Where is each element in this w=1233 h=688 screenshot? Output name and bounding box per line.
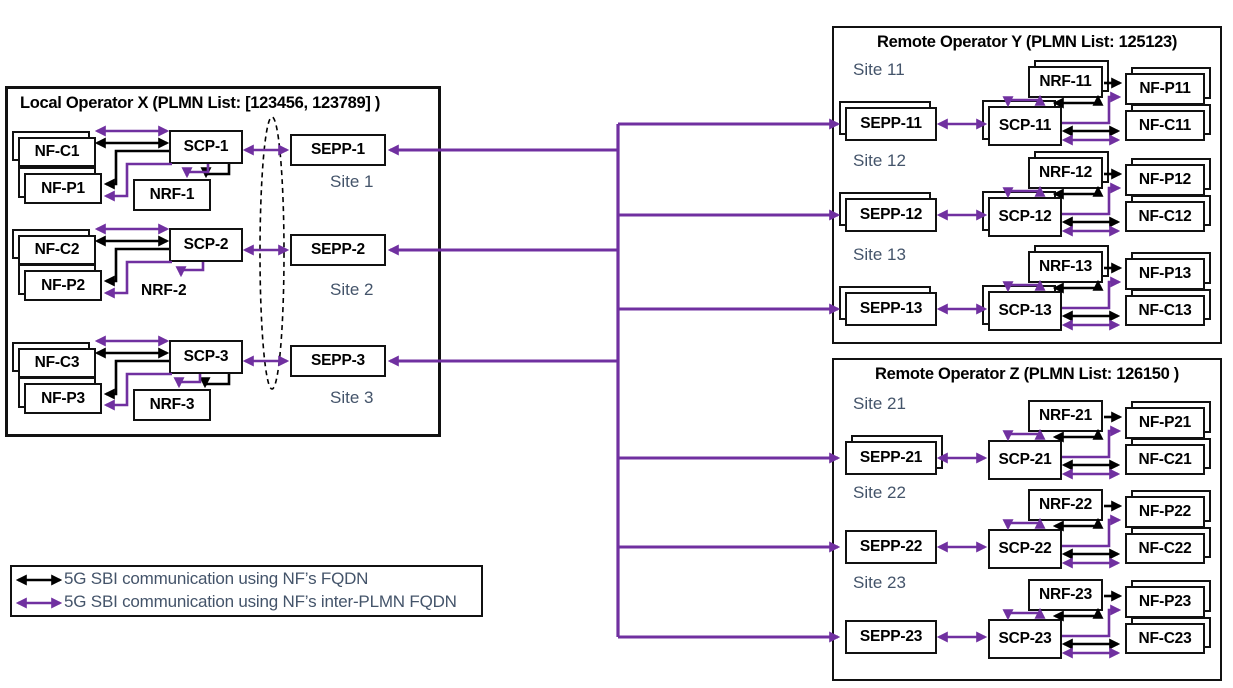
site-label-2: Site 2 xyxy=(330,280,374,299)
node-nf-p11: NF-P11 xyxy=(1125,73,1205,105)
node-sepp-2: SEPP-2 xyxy=(290,234,386,266)
node-nrf-12: NRF-12 xyxy=(1028,157,1103,189)
node-nf-p23: NF-P23 xyxy=(1125,586,1205,618)
node-scp-3: SCP-3 xyxy=(169,340,243,374)
remote-operator-y-title: Remote Operator Y (PLMN List: 125123) xyxy=(876,33,1178,51)
node-nf-c23: NF-C23 xyxy=(1125,623,1205,654)
node-nf-c22: NF-C22 xyxy=(1125,533,1205,564)
node-nf-p2: NF-P2 xyxy=(24,270,102,301)
site-label-12: Site 12 xyxy=(853,151,906,170)
node-nf-c2: NF-C2 xyxy=(18,235,96,265)
node-nf-p3: NF-P3 xyxy=(24,383,102,414)
node-nf-c21: NF-C21 xyxy=(1125,444,1205,475)
node-nrf-3: NRF-3 xyxy=(133,389,211,421)
node-scp-22: SCP-22 xyxy=(988,529,1062,569)
node-scp-13: SCP-13 xyxy=(988,291,1062,331)
node-nrf-2: NRF-2 xyxy=(141,282,187,299)
trunk-branches xyxy=(387,118,841,643)
node-sepp-13: SEPP-13 xyxy=(845,292,937,326)
node-nrf-11: NRF-11 xyxy=(1028,66,1103,98)
legend-item-inter-plmn-fqdn: 5G SBI communication using NF’s inter-PL… xyxy=(64,592,457,611)
node-nf-c1: NF-C1 xyxy=(18,137,96,167)
node-sepp-23: SEPP-23 xyxy=(845,620,937,654)
site-label-11: Site 11 xyxy=(853,60,905,79)
node-nf-p1: NF-P1 xyxy=(24,173,102,204)
node-nrf-1: NRF-1 xyxy=(133,179,211,211)
site-label-21: Site 21 xyxy=(853,394,906,413)
remote-operator-z-box: Remote Operator Z (PLMN List: 126150 ) xyxy=(832,358,1222,681)
node-sepp-12: SEPP-12 xyxy=(845,198,937,232)
site-label-23: Site 23 xyxy=(853,573,906,592)
node-scp-1: SCP-1 xyxy=(169,130,243,164)
node-scp-23: SCP-23 xyxy=(988,619,1062,659)
local-operator-title: Local Operator X (PLMN List: [123456, 12… xyxy=(20,94,381,112)
site-label-1: Site 1 xyxy=(330,172,374,191)
node-nf-c3: NF-C3 xyxy=(18,348,96,378)
legend-box xyxy=(10,565,483,617)
site-label-3: Site 3 xyxy=(330,388,374,407)
node-scp-21: SCP-21 xyxy=(988,440,1062,480)
node-nf-c13: NF-C13 xyxy=(1125,295,1205,326)
node-nrf-13: NRF-13 xyxy=(1028,251,1103,283)
site-label-22: Site 22 xyxy=(853,483,906,502)
remote-operator-z-title: Remote Operator Z (PLMN List: 126150 ) xyxy=(874,365,1179,383)
node-nf-c11: NF-C11 xyxy=(1125,110,1205,141)
node-sepp-1: SEPP-1 xyxy=(290,134,386,166)
local-operator-box: Local Operator X (PLMN List: [123456, 12… xyxy=(5,86,441,437)
node-scp-11: SCP-11 xyxy=(988,106,1062,146)
node-sepp-21: SEPP-21 xyxy=(845,441,937,475)
legend-item-sbi-fqdn: 5G SBI communication using NF’s FQDN xyxy=(64,569,369,588)
node-nrf-22: NRF-22 xyxy=(1028,489,1103,521)
node-nf-c12: NF-C12 xyxy=(1125,201,1205,232)
node-nf-p12: NF-P12 xyxy=(1125,164,1205,196)
node-nf-p21: NF-P21 xyxy=(1125,407,1205,439)
node-scp-2: SCP-2 xyxy=(169,228,243,262)
node-scp-12: SCP-12 xyxy=(988,197,1062,237)
node-sepp-3: SEPP-3 xyxy=(290,345,386,377)
site-label-13: Site 13 xyxy=(853,245,906,264)
node-nf-p13: NF-P13 xyxy=(1125,258,1205,290)
remote-operator-y-box: Remote Operator Y (PLMN List: 125123) xyxy=(832,26,1222,344)
node-sepp-11: SEPP-11 xyxy=(845,107,937,141)
node-nrf-23: NRF-23 xyxy=(1028,579,1103,611)
node-nf-p22: NF-P22 xyxy=(1125,496,1205,528)
node-sepp-22: SEPP-22 xyxy=(845,530,937,564)
node-nrf-21: NRF-21 xyxy=(1028,400,1103,432)
